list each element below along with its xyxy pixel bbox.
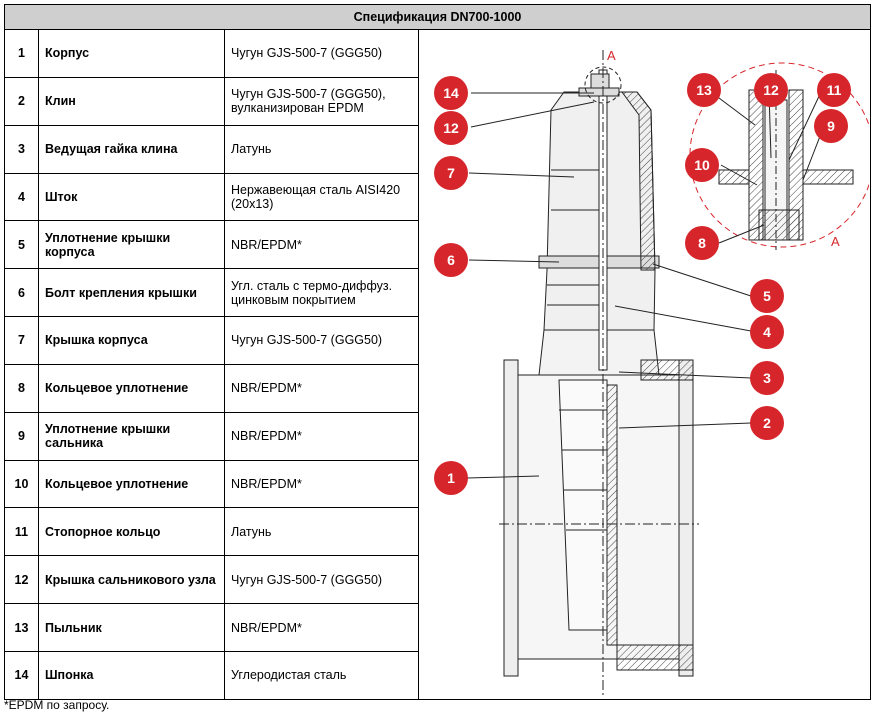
- part-name: Крышка сальникового узла: [38, 555, 225, 605]
- table-row: 11 Стопорное кольцо Латунь: [4, 507, 871, 557]
- section-marker-detail: А: [831, 234, 840, 249]
- svg-text:11: 11: [827, 82, 842, 98]
- part-name: Пыльник: [38, 603, 225, 652]
- table-row: 1 Корпус Чугун GJS-500-7 (GGG50): [4, 29, 871, 700]
- svg-text:9: 9: [827, 118, 835, 134]
- svg-text:12: 12: [763, 82, 779, 98]
- svg-text:6: 6: [447, 252, 455, 268]
- svg-text:7: 7: [447, 165, 455, 181]
- detail-callout-8: 8: [685, 226, 719, 260]
- table-row: 9 Уплотнение крышки сальника NBR/EPDM*: [4, 411, 871, 461]
- detail-view-a: [689, 62, 869, 250]
- footnote: *EPDM по запросу.: [4, 698, 110, 712]
- svg-text:1: 1: [447, 470, 455, 486]
- row-number: 14: [4, 650, 39, 701]
- callout-14: 14: [434, 76, 468, 110]
- callout-2: 2: [750, 406, 784, 440]
- part-name: Крышка корпуса: [38, 316, 225, 365]
- svg-text:14: 14: [443, 85, 459, 101]
- svg-text:2: 2: [763, 415, 771, 431]
- row-number: 2: [4, 76, 39, 126]
- row-number: 3: [4, 124, 39, 174]
- leader-lines: [466, 91, 825, 479]
- detail-callout-11: 11: [817, 73, 851, 107]
- section-marker-top: А: [607, 48, 616, 63]
- part-name: Кольцевое уплотнение: [38, 363, 225, 413]
- table-row: 2 Клин Чугун GJS-500-7 (GGG50), вулканиз…: [4, 76, 871, 126]
- row-number: 8: [4, 363, 39, 413]
- valve-body: [499, 50, 699, 695]
- valve-drawing-cell: А А: [418, 29, 871, 700]
- detail-callout-10: 10: [685, 148, 719, 182]
- table-row: 4 Шток Нержавеющая сталь AISI420 (20х13): [4, 172, 871, 222]
- part-name: Стопорное кольцо: [38, 507, 225, 557]
- part-name: Кольцевое уплотнение: [38, 459, 225, 509]
- row-number: 1: [4, 29, 39, 78]
- part-name: Шпонка: [38, 650, 225, 701]
- table-row: 14 Шпонка Углеродистая сталь: [4, 650, 871, 701]
- callout-5: 5: [750, 279, 784, 313]
- part-material: Чугун GJS-500-7 (GGG50), вулканизирован …: [224, 76, 419, 126]
- table-row: 12 Крышка сальникового узла Чугун GJS-50…: [4, 555, 871, 605]
- row-number: 5: [4, 220, 39, 270]
- part-name: Ведущая гайка клина: [38, 124, 225, 174]
- table-row: 10 Кольцевое уплотнение NBR/EPDM*: [4, 459, 871, 509]
- callout-3: 3: [750, 361, 784, 395]
- row-number: 11: [4, 507, 39, 557]
- row-number: 9: [4, 411, 39, 461]
- svg-text:5: 5: [763, 288, 771, 304]
- part-material: Углеродистая сталь: [224, 650, 419, 701]
- table-row: 3 Ведущая гайка клина Латунь: [4, 124, 871, 174]
- detail-callout-13: 13: [687, 73, 721, 107]
- callout-4: 4: [750, 315, 784, 349]
- part-material: NBR/EPDM*: [224, 603, 419, 652]
- callout-1: 1: [434, 461, 468, 495]
- callout-12: 12: [434, 111, 468, 145]
- table-row: 6 Болт крепления крышки Угл. сталь с тер…: [4, 268, 871, 318]
- row-number: 6: [4, 268, 39, 318]
- table-row: 8 Кольцевое уплотнение NBR/EPDM*: [4, 363, 871, 413]
- specification-table: Спецификация DN700-1000 1 Корпус Чугун G…: [4, 4, 871, 701]
- detail-callout-12: 12: [754, 73, 788, 107]
- part-name: Корпус: [38, 29, 225, 78]
- callout-7: 7: [434, 156, 468, 190]
- callouts: 14 12 7 6 5 4 3 2 1 13 12 11 9 10 8: [434, 73, 851, 495]
- table-row: 7 Крышка корпуса Чугун GJS-500-7 (GGG50): [4, 316, 871, 365]
- part-material: NBR/EPDM*: [224, 411, 419, 461]
- part-name: Шток: [38, 172, 225, 222]
- valve-section-drawing: А А: [434, 48, 869, 695]
- table-row: 13 Пыльник NBR/EPDM*: [4, 603, 871, 652]
- part-material: Латунь: [224, 507, 419, 557]
- part-material: Угл. сталь с термо-диффуз. цинковым покр…: [224, 268, 419, 318]
- row-number: 12: [4, 555, 39, 605]
- part-material: Чугун GJS-500-7 (GGG50): [224, 555, 419, 605]
- part-material: NBR/EPDM*: [224, 220, 419, 270]
- detail-callout-9: 9: [814, 109, 848, 143]
- part-name: Уплотнение крышки корпуса: [38, 220, 225, 270]
- part-material: NBR/EPDM*: [224, 459, 419, 509]
- part-name: Уплотнение крышки сальника: [38, 411, 225, 461]
- callout-6: 6: [434, 243, 468, 277]
- svg-text:10: 10: [694, 157, 710, 173]
- svg-text:12: 12: [443, 120, 459, 136]
- row-number: 10: [4, 459, 39, 509]
- svg-text:3: 3: [763, 370, 771, 386]
- part-material: NBR/EPDM*: [224, 363, 419, 413]
- row-number: 7: [4, 316, 39, 365]
- row-number: 4: [4, 172, 39, 222]
- part-name: Клин: [38, 76, 225, 126]
- svg-text:13: 13: [696, 82, 712, 98]
- row-number: 13: [4, 603, 39, 652]
- table-row: 5 Уплотнение крышки корпуса NBR/EPDM*: [4, 220, 871, 270]
- svg-text:8: 8: [698, 235, 706, 251]
- svg-text:4: 4: [763, 324, 771, 340]
- part-material: Латунь: [224, 124, 419, 174]
- part-material: Нержавеющая сталь AISI420 (20х13): [224, 172, 419, 222]
- table-title: Спецификация DN700-1000: [4, 4, 871, 30]
- part-name: Болт крепления крышки: [38, 268, 225, 318]
- part-material: Чугун GJS-500-7 (GGG50): [224, 29, 419, 78]
- part-material: Чугун GJS-500-7 (GGG50): [224, 316, 419, 365]
